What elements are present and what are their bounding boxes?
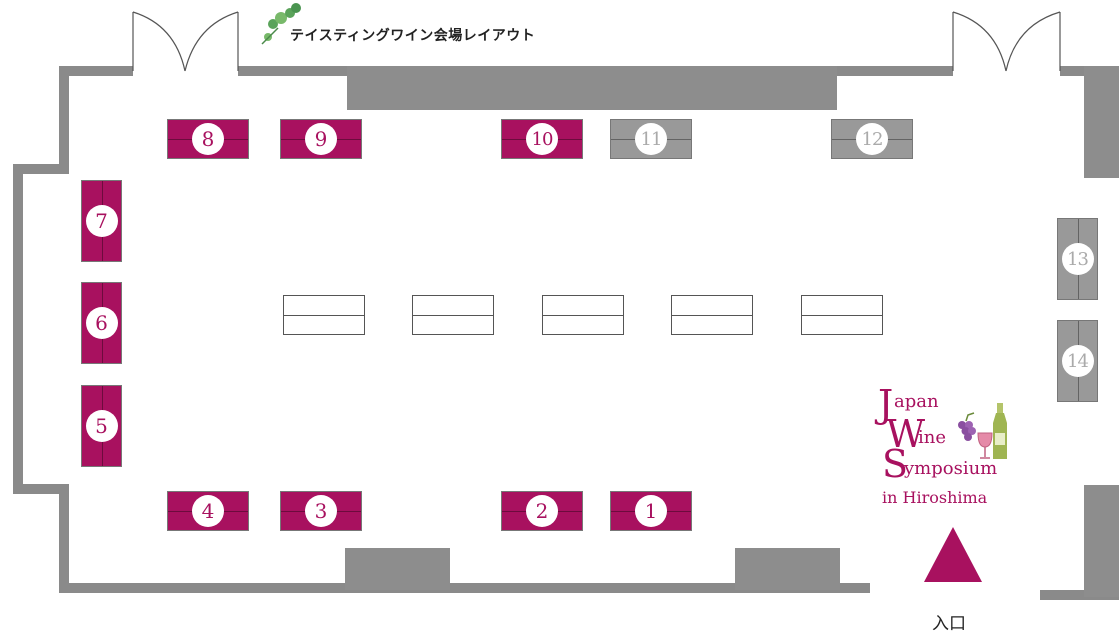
grapes-icon bbox=[261, 3, 301, 45]
logo-initial-s: S bbox=[882, 442, 909, 486]
door-right bbox=[952, 11, 1061, 72]
grapes-icon bbox=[958, 412, 976, 441]
booth-11[interactable]: 11 bbox=[610, 119, 692, 159]
logo-initial-w: W bbox=[886, 412, 926, 456]
booth-5[interactable]: 5 bbox=[81, 385, 122, 467]
center-table bbox=[801, 295, 883, 335]
center-table bbox=[283, 295, 365, 335]
pillar-bottom-right bbox=[735, 548, 840, 590]
booth-13[interactable]: 13 bbox=[1057, 218, 1098, 300]
logo-word-symposium: ymposium bbox=[904, 458, 998, 479]
booth-8[interactable]: 8 bbox=[167, 119, 249, 159]
door-left bbox=[132, 11, 239, 72]
page-title: テイスティングワイン会場レイアウト bbox=[290, 28, 536, 44]
booth-2[interactable]: 2 bbox=[501, 491, 583, 531]
pillar-bottom-left bbox=[345, 548, 450, 590]
logo-word-japan: apan bbox=[894, 391, 939, 412]
booth-10[interactable]: 10 bbox=[501, 119, 583, 159]
booth-9[interactable]: 9 bbox=[280, 119, 362, 159]
booth-1[interactable]: 1 bbox=[610, 491, 692, 531]
booth-number: 8 bbox=[192, 123, 224, 155]
booth-number: 6 bbox=[85, 307, 118, 339]
booth-14[interactable]: 14 bbox=[1057, 320, 1098, 402]
logo-subtitle: in Hiroshima bbox=[882, 488, 988, 507]
booth-number: 2 bbox=[526, 495, 558, 527]
booth-4[interactable]: 4 bbox=[167, 491, 249, 531]
logo-word-wine: ine bbox=[918, 427, 947, 448]
booth-number: 11 bbox=[635, 123, 667, 155]
booth-number: 7 bbox=[85, 205, 118, 237]
booth-number: 5 bbox=[85, 410, 118, 442]
booth-number: 12 bbox=[856, 123, 888, 155]
booth-number: 9 bbox=[305, 123, 337, 155]
booth-number: 10 bbox=[526, 123, 558, 155]
booth-number: 3 bbox=[305, 495, 337, 527]
booth-number: 4 bbox=[192, 495, 224, 527]
booth-6[interactable]: 6 bbox=[81, 282, 122, 364]
center-table bbox=[542, 295, 624, 335]
wine-glass-icon bbox=[977, 432, 993, 459]
wine-bottle-icon bbox=[993, 403, 1007, 459]
pillar-top bbox=[347, 66, 837, 110]
pillar-right-bottom bbox=[1084, 485, 1119, 597]
booth-number: 14 bbox=[1061, 345, 1094, 377]
logo-initial-j: J bbox=[878, 382, 894, 426]
wine-icons bbox=[958, 403, 1007, 459]
entrance-label: 入口 bbox=[932, 614, 966, 634]
booth-3[interactable]: 3 bbox=[280, 491, 362, 531]
pillar-right-top bbox=[1084, 66, 1119, 178]
booth-12[interactable]: 12 bbox=[831, 119, 913, 159]
booth-7[interactable]: 7 bbox=[81, 180, 122, 262]
venue-wall bbox=[13, 66, 870, 593]
center-table bbox=[671, 295, 753, 335]
booth-number: 1 bbox=[635, 495, 667, 527]
entrance-marker bbox=[924, 527, 982, 582]
center-table bbox=[412, 295, 494, 335]
booth-number: 13 bbox=[1061, 243, 1094, 275]
